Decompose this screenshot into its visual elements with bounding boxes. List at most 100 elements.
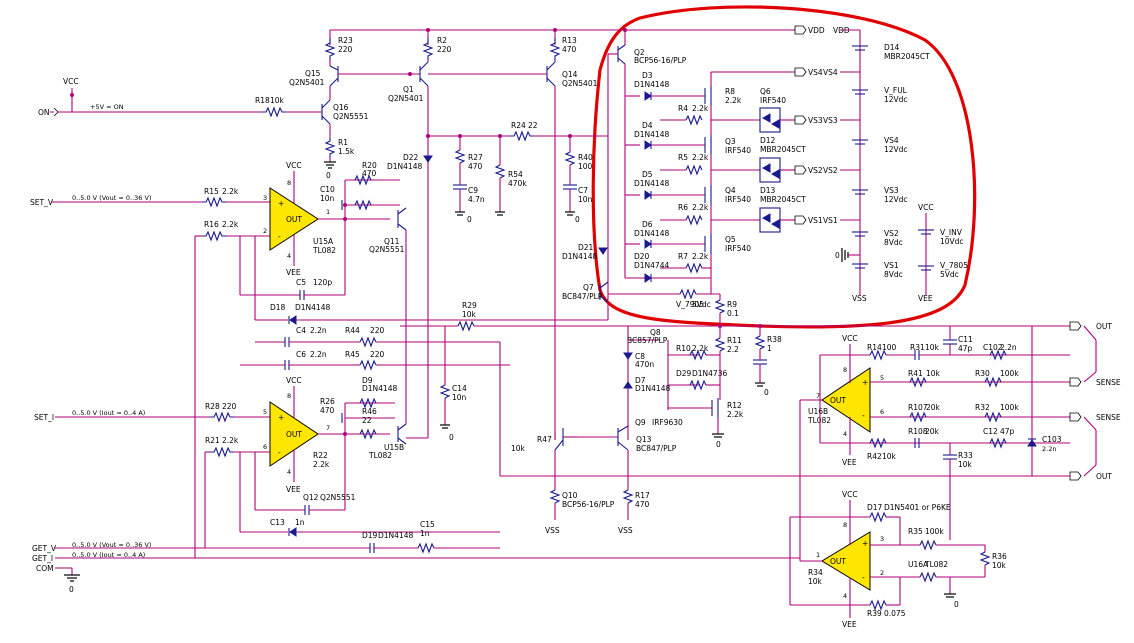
transistor-q16: Q16 Q2N5551 bbox=[321, 86, 369, 138]
svg-text:BC847/PLP: BC847/PLP bbox=[562, 292, 603, 301]
svg-text:D21: D21 bbox=[578, 243, 594, 252]
svg-text:R30: R30 bbox=[975, 369, 990, 378]
svg-text:Q4: Q4 bbox=[725, 186, 736, 195]
svg-text:C11: C11 bbox=[958, 335, 973, 344]
svg-text:BCP56-16/PLP: BCP56-16/PLP bbox=[634, 56, 687, 65]
svg-text:2: 2 bbox=[263, 227, 267, 235]
svg-text:47p: 47p bbox=[1000, 427, 1015, 436]
svg-text:R24: R24 bbox=[511, 121, 526, 130]
svg-text:VEE: VEE bbox=[286, 485, 301, 494]
svg-text:10k: 10k bbox=[882, 452, 897, 461]
svg-text:4: 4 bbox=[287, 252, 291, 260]
svg-text:2.2k: 2.2k bbox=[725, 96, 742, 105]
svg-text:C15: C15 bbox=[420, 520, 435, 529]
svg-text:OUT: OUT bbox=[830, 396, 846, 405]
vcc-on-source: VCC ON +5V = ON bbox=[38, 77, 262, 117]
svg-text:GET_V: GET_V bbox=[32, 544, 57, 553]
svg-text:TL082: TL082 bbox=[924, 560, 948, 569]
svg-text:U15A: U15A bbox=[313, 237, 334, 246]
svg-text:VSS: VSS bbox=[618, 526, 633, 535]
transistor-q15: Q15 Q2N5401 bbox=[289, 60, 420, 87]
svg-text:R14: R14 bbox=[867, 343, 882, 352]
svg-text:VS4: VS4 bbox=[808, 68, 823, 77]
svg-text:D1N4148: D1N4148 bbox=[378, 531, 413, 540]
svg-text:D6: D6 bbox=[642, 220, 653, 229]
svg-text:2.2k: 2.2k bbox=[692, 104, 709, 113]
svg-text:120p: 120p bbox=[313, 278, 332, 287]
svg-text:7: 7 bbox=[326, 424, 330, 432]
svg-text:4: 4 bbox=[843, 592, 847, 600]
svg-text:+: + bbox=[862, 378, 868, 387]
svg-text:BC857/PLP: BC857/PLP bbox=[627, 336, 668, 345]
svg-text:Q1: Q1 bbox=[403, 85, 414, 94]
transistor-q14: Q14 Q2N5401 bbox=[428, 60, 598, 440]
svg-text:R108: R108 bbox=[908, 427, 928, 436]
svg-text:2.2k: 2.2k bbox=[222, 220, 239, 229]
svg-text:R17: R17 bbox=[635, 491, 650, 500]
svg-text:4: 4 bbox=[287, 468, 291, 476]
transistor-q7: Q7 BC847/PLP bbox=[562, 281, 609, 320]
svg-text:Q2N5551: Q2N5551 bbox=[369, 245, 405, 254]
battery-stack: VS4 VS3 VS2 VS1 D14 MBR2045CT V_FUL 12Vd… bbox=[823, 29, 930, 303]
highlight-outline bbox=[591, 5, 977, 329]
svg-text:5: 5 bbox=[263, 408, 267, 416]
svg-text:D18: D18 bbox=[270, 303, 286, 312]
svg-text:VS4: VS4 bbox=[823, 68, 838, 77]
opamp-u15a: + - OUT 3 2 1 8 4 U15A TL082 VCC VEE bbox=[263, 161, 390, 277]
svg-text:3: 3 bbox=[880, 535, 884, 543]
svg-text:0: 0 bbox=[835, 251, 840, 260]
svg-text:D1N4148: D1N4148 bbox=[635, 384, 670, 393]
svg-text:10k: 10k bbox=[958, 460, 973, 469]
svg-text:6: 6 bbox=[263, 443, 267, 451]
svg-text:470: 470 bbox=[320, 406, 335, 415]
svg-text:R9: R9 bbox=[727, 300, 737, 309]
svg-text:2.2k: 2.2k bbox=[692, 153, 709, 162]
svg-text:D29: D29 bbox=[676, 369, 692, 378]
svg-text:VS1: VS1 bbox=[884, 261, 899, 270]
c15-r47: D19 D1N4148 C15 1n bbox=[55, 520, 500, 554]
svg-text:R8: R8 bbox=[725, 87, 735, 96]
svg-text:+: + bbox=[862, 539, 868, 548]
svg-text:220: 220 bbox=[370, 326, 385, 335]
svg-text:D3: D3 bbox=[642, 71, 653, 80]
svg-text:D1N4148: D1N4148 bbox=[362, 384, 397, 393]
svg-text:V_7805: V_7805 bbox=[940, 261, 968, 270]
svg-text:10n: 10n bbox=[452, 393, 467, 402]
svg-text:COM: COM bbox=[36, 564, 54, 573]
svg-text:0..5.0 V (Iout = 0..4 A): 0..5.0 V (Iout = 0..4 A) bbox=[72, 551, 145, 559]
transistor-q12: U15B TL082 bbox=[368, 330, 428, 460]
svg-text:C10: C10 bbox=[320, 185, 335, 194]
svg-text:VEE: VEE bbox=[286, 268, 301, 277]
svg-text:1: 1 bbox=[326, 208, 330, 216]
svg-text:U16B: U16B bbox=[808, 407, 828, 416]
svg-text:VS1: VS1 bbox=[823, 216, 838, 225]
svg-text:D14: D14 bbox=[884, 43, 900, 52]
svg-text:D12: D12 bbox=[760, 136, 776, 145]
svg-text:22: 22 bbox=[528, 121, 538, 130]
svg-text:VSS: VSS bbox=[545, 526, 560, 535]
svg-text:Q9: Q9 bbox=[635, 418, 646, 427]
svg-text:R31: R31 bbox=[910, 343, 925, 352]
r54: R54 470k bbox=[494, 136, 527, 216]
svg-text:SENSE: SENSE bbox=[1096, 378, 1121, 387]
d9: Q9 IRF9630 bbox=[635, 418, 683, 427]
svg-text:R11: R11 bbox=[727, 336, 742, 345]
svg-text:R13: R13 bbox=[562, 36, 577, 45]
svg-text:100k: 100k bbox=[925, 527, 944, 536]
svg-text:470: 470 bbox=[562, 45, 577, 54]
svg-text:C5: C5 bbox=[296, 278, 306, 287]
svg-text:8: 8 bbox=[287, 392, 291, 400]
svg-text:R107: R107 bbox=[908, 403, 928, 412]
svg-text:2.2n: 2.2n bbox=[1042, 445, 1056, 453]
transistor-q10: Q13 BC847/PLP bbox=[578, 425, 677, 490]
svg-text:470: 470 bbox=[468, 162, 483, 171]
u16a-network: D17 D1N5401 or P6KE R35 100k U16A TL082 … bbox=[789, 503, 1007, 618]
svg-text:D5: D5 bbox=[642, 170, 653, 179]
svg-text:10k: 10k bbox=[926, 369, 941, 378]
svg-text:VCC: VCC bbox=[918, 203, 934, 212]
svg-text:OUT: OUT bbox=[286, 215, 302, 224]
svg-text:R42: R42 bbox=[867, 452, 882, 461]
svg-text:C7: C7 bbox=[578, 186, 588, 195]
svg-text:D20: D20 bbox=[634, 252, 650, 261]
svg-text:4: 4 bbox=[843, 430, 847, 438]
